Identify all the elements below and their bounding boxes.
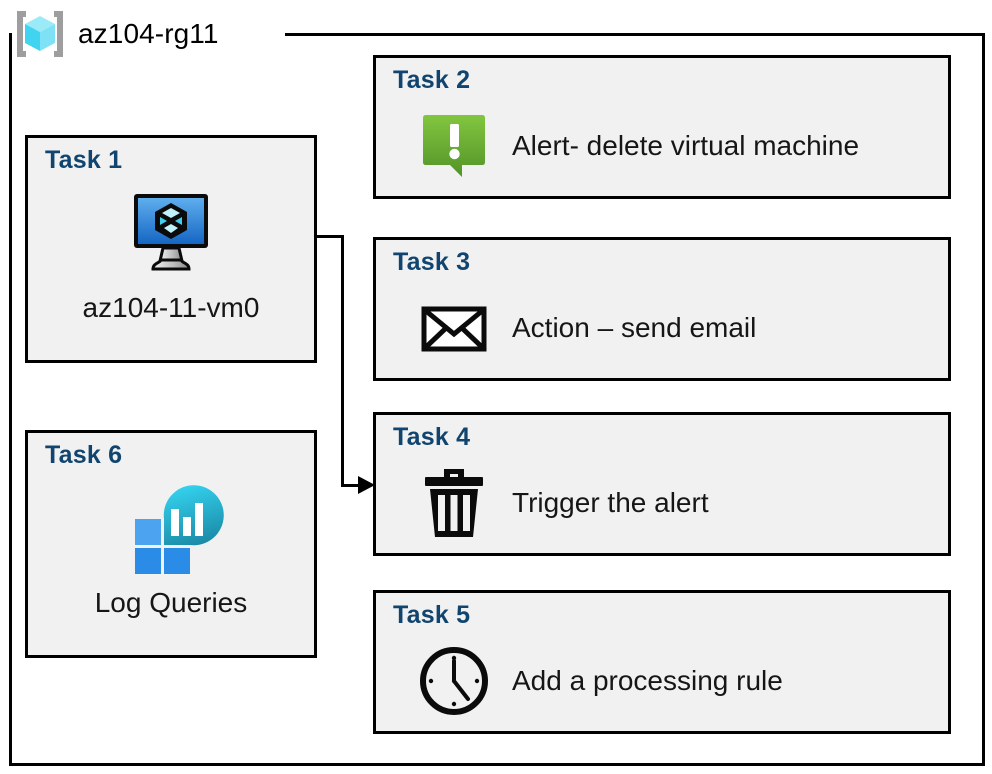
- task-4-label: Trigger the alert: [512, 487, 709, 518]
- connector-segment-horizontal-bottom: [341, 484, 367, 487]
- log-analytics-icon: [121, 477, 224, 577]
- connector-segment-vertical: [341, 235, 344, 487]
- resource-group-header: az104-rg11: [12, 6, 227, 62]
- clock-icon: [418, 645, 490, 717]
- task-3-title: Task 3: [393, 248, 471, 276]
- azure-resource-group-icon: [12, 8, 68, 60]
- task-card-6[interactable]: Task 6: [25, 430, 317, 658]
- resource-group-name: az104-rg11: [78, 18, 219, 49]
- task-card-5[interactable]: Task 5 Add a processing rule: [373, 590, 951, 734]
- task-1-label: az104-11-vm0: [82, 292, 260, 323]
- task-5-title: Task 5: [393, 601, 471, 629]
- task-3-label: Action – send email: [512, 312, 757, 343]
- resource-group-border-left: [9, 33, 12, 766]
- task-6-body: Log Queries: [28, 475, 314, 655]
- alert-bubble-icon: [418, 110, 490, 182]
- resource-group-border-bottom: [9, 763, 985, 766]
- task-1-title: Task 1: [45, 146, 123, 174]
- task-6-title: Task 6: [45, 441, 123, 469]
- task-5-label: Add a processing rule: [512, 665, 783, 696]
- task-4-title: Task 4: [393, 423, 471, 451]
- task-4-body: Trigger the alert: [418, 459, 938, 547]
- resource-group-border-right: [982, 33, 985, 766]
- task-card-1[interactable]: Task 1: [25, 135, 317, 363]
- task-5-body: Add a processing rule: [418, 637, 938, 725]
- task-6-label: Log Queries: [94, 587, 248, 618]
- connector-arrowhead-icon: [358, 476, 375, 494]
- task-card-3[interactable]: Task 3 Action – send email: [373, 237, 951, 381]
- envelope-icon: [418, 292, 490, 364]
- resource-group-border-top-right: [285, 33, 985, 36]
- task-2-label: Alert- delete virtual machine: [512, 130, 860, 161]
- task-3-body: Action – send email: [418, 284, 938, 372]
- trash-can-icon: [418, 467, 490, 539]
- task-card-2[interactable]: Task 2 Alert- delete virtual machine: [373, 55, 951, 199]
- task-card-4[interactable]: Task 4 Trigger the alert: [373, 412, 951, 556]
- task-2-body: Alert- delete virtual machine: [418, 102, 938, 190]
- task-2-title: Task 2: [393, 66, 471, 94]
- virtual-machine-icon: [121, 182, 221, 282]
- task-1-body: az104-11-vm0: [28, 180, 314, 360]
